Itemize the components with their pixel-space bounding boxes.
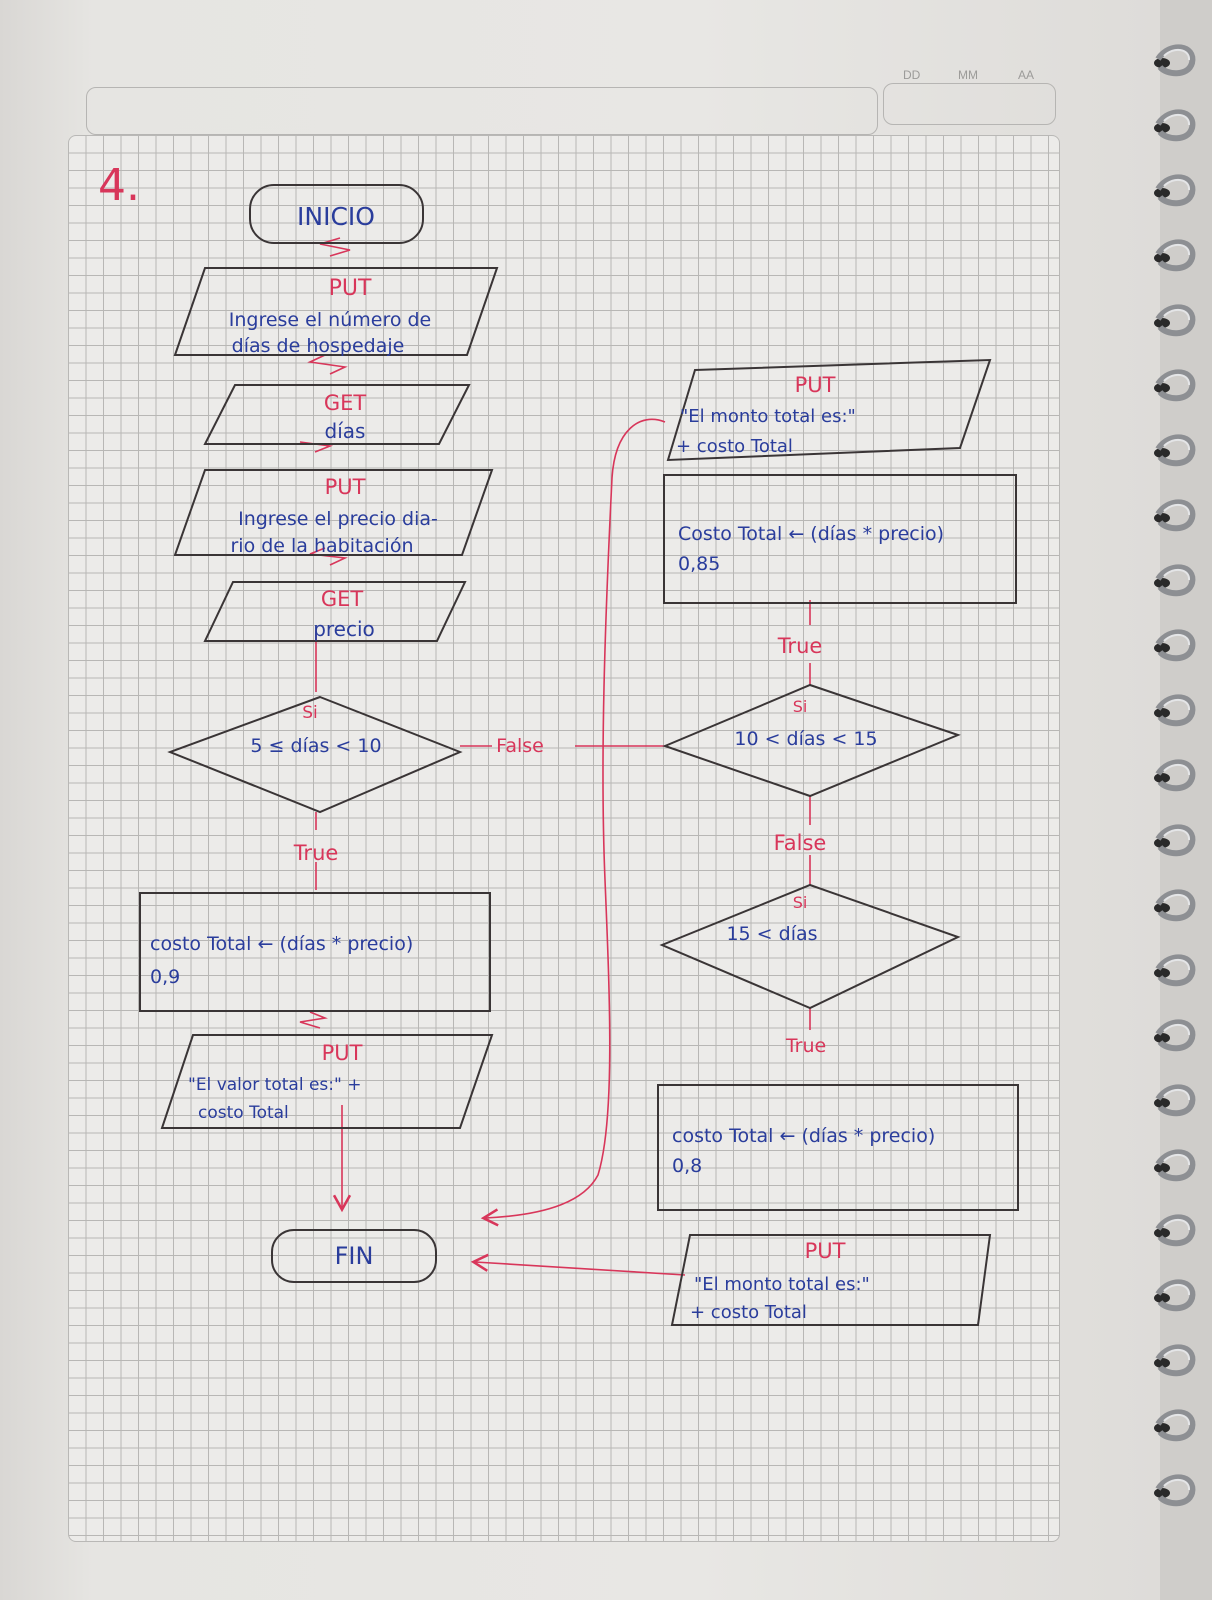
put1-line1: Ingrese el número de [229, 309, 432, 331]
binding-ring [1154, 629, 1196, 662]
put1-line2: días de hospedaje [232, 335, 405, 357]
date-field [883, 83, 1056, 125]
process2-box [663, 474, 1017, 604]
get1-keyword: GET [324, 391, 367, 415]
decision1-false-label: False [496, 735, 544, 757]
binding-ring [1154, 1344, 1196, 1377]
process3-line2: 0,8 [672, 1155, 702, 1177]
end-label: FIN [335, 1242, 374, 1270]
decision2-keyword: Si [793, 697, 808, 716]
start-label: INICIO [297, 202, 375, 231]
binding-ring [1154, 369, 1196, 402]
binding-ring [1154, 564, 1196, 597]
put3-box [160, 1034, 494, 1129]
binding-ring [1154, 1409, 1196, 1442]
decision3-keyword: Si [793, 893, 808, 912]
decision3-diamond [659, 883, 961, 1010]
process3-box [657, 1084, 1019, 1211]
flow-shapes [139, 184, 1019, 1326]
decision2-diamond [662, 683, 961, 798]
decision2-true-label: True [777, 634, 823, 658]
binding-ring [1154, 954, 1196, 987]
title-field [86, 87, 878, 135]
put2-line1: Ingrese el precio dia- [238, 508, 438, 530]
decision1-keyword: Si [302, 703, 318, 723]
decision3-true-label: True [785, 1035, 826, 1057]
get2-box [203, 581, 467, 642]
put4-line1: "El monto total es:" [680, 406, 856, 427]
put3-keyword: PUT [322, 1041, 363, 1065]
binding-ring [1154, 1474, 1196, 1507]
connector-put5-end [470, 1253, 686, 1276]
binding-ring [1154, 889, 1196, 922]
binding-ring [1154, 499, 1196, 532]
spiral-binding [1154, 44, 1196, 1507]
connector-process1-put3 [299, 1011, 328, 1029]
end-terminal [271, 1229, 437, 1283]
date-month-label: MM [958, 68, 978, 82]
date-year-label: AA [1018, 68, 1035, 82]
binding-ring [1154, 824, 1196, 857]
flowchart: 4. INICIO [98, 160, 1019, 1326]
put4-line2: + costo Total [676, 436, 793, 457]
process1-line1: costo Total ← (días * precio) [150, 933, 413, 955]
decision1-true-label: True [293, 841, 339, 865]
put5-line1: "El monto total es:" [694, 1274, 870, 1295]
get1-box [203, 384, 471, 445]
get2-var: precio [313, 617, 375, 641]
binding-ring [1154, 759, 1196, 792]
put2-keyword: PUT [325, 475, 366, 499]
decision2-condition: 10 < días < 15 [734, 728, 877, 750]
put4-keyword: PUT [795, 373, 836, 397]
binding-ring [1154, 1084, 1196, 1117]
decision1-condition: 5 ≤ días < 10 [250, 735, 381, 757]
binding-ring [1154, 1214, 1196, 1247]
connector-put1-get1 [307, 354, 348, 375]
connector-put4-end [480, 418, 666, 1227]
grid-area [68, 135, 1060, 1542]
put5-line2: + costo Total [690, 1302, 807, 1323]
binding-ring [1154, 239, 1196, 272]
put1-box [173, 267, 499, 356]
process3-line1: costo Total ← (días * precio) [672, 1125, 935, 1147]
put2-box [173, 469, 494, 556]
put4-box [666, 358, 992, 462]
binding-ring [1154, 174, 1196, 207]
binding-ring [1154, 109, 1196, 142]
put1-keyword: PUT [329, 276, 372, 301]
decision3-condition: 15 < días [726, 923, 817, 945]
binding-ring [1154, 304, 1196, 337]
put2-line2: rio de la habitación [230, 535, 413, 557]
date-day-label: DD [903, 68, 921, 82]
binding-ring [1154, 434, 1196, 467]
binding-ring [1154, 1019, 1196, 1052]
binding-ring [1154, 1149, 1196, 1182]
put3-line1: "El valor total es:" + [188, 1075, 361, 1095]
notebook-page: DD MM AA [0, 0, 1160, 1600]
process2-line2: 0,85 [678, 553, 720, 575]
connector-start-put1 [319, 237, 351, 257]
binding-ring [1154, 1279, 1196, 1312]
process1-line2: 0,9 [150, 966, 180, 988]
put5-box [670, 1234, 992, 1326]
binding-ring [1154, 694, 1196, 727]
get2-keyword: GET [321, 587, 364, 611]
get1-var: días [325, 419, 366, 443]
put3-line2: costo Total [198, 1103, 289, 1123]
process2-line1: Costo Total ← (días * precio) [678, 523, 944, 545]
start-terminal [249, 184, 424, 244]
decision1-diamond [167, 695, 463, 814]
process1-box [139, 892, 491, 1012]
exercise-number: 4. [98, 160, 140, 211]
binding-ring [1154, 44, 1196, 77]
decision2-false-label: False [774, 831, 827, 855]
put5-keyword: PUT [805, 1239, 846, 1263]
